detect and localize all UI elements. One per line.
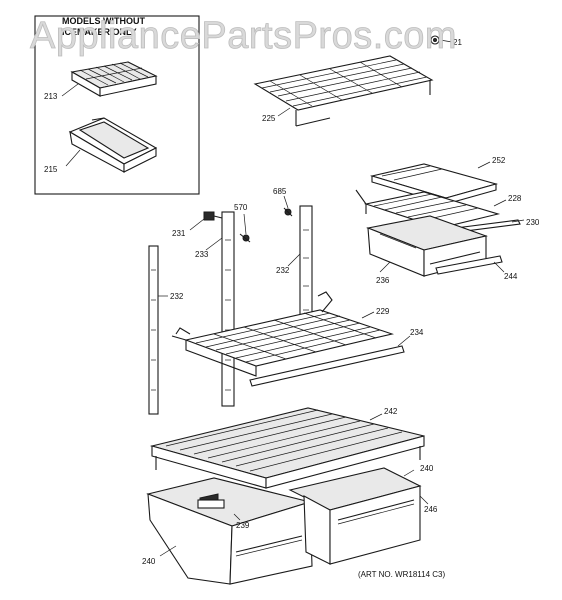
screw-685[interactable] (283, 207, 293, 217)
callout-240-left: 240 (142, 557, 156, 566)
callout-233: 233 (195, 250, 209, 259)
callout-232-left: 232 (170, 292, 184, 301)
callout-234: 234 (410, 328, 424, 337)
callout-215: 215 (44, 165, 58, 174)
inset-heading-1: MODELS WITHOUT (62, 16, 145, 26)
inset-frame (34, 15, 200, 195)
callout-21: 21 (453, 38, 462, 47)
wire-shelf-229[interactable] (171, 291, 395, 377)
callout-229: 229 (376, 307, 390, 316)
shelf-ladder-232-left[interactable] (148, 245, 159, 415)
callout-240-right: 240 (420, 464, 434, 473)
callout-225: 225 (262, 114, 276, 123)
shelf-frame-228[interactable] (355, 189, 501, 229)
callout-239: 239 (236, 521, 250, 530)
crisper-pan-cover-242[interactable] (149, 407, 425, 489)
crisper-pan-right[interactable] (288, 467, 422, 565)
crisper-drawer-236[interactable] (366, 215, 488, 277)
callout-232-right: 232 (276, 266, 290, 275)
art-number: (ART NO. WR18114 C3) (358, 570, 445, 579)
screw-570[interactable] (239, 233, 251, 243)
callout-228: 228 (508, 194, 522, 203)
watermark: AppliancePartsPros.com (30, 15, 457, 57)
callout-230: 230 (526, 218, 540, 227)
ice-tray-213[interactable] (70, 61, 158, 97)
screw-231[interactable] (203, 211, 223, 221)
callout-570: 570 (234, 203, 248, 212)
clip-part-21[interactable] (430, 35, 440, 45)
divider-239[interactable] (197, 499, 225, 509)
shelf-ladder-232-right[interactable] (299, 205, 313, 319)
shelf-ladder-233[interactable] (221, 211, 235, 407)
callout-252: 252 (492, 156, 506, 165)
crisper-pan-left[interactable] (146, 477, 313, 585)
callout-231: 231 (172, 229, 186, 238)
callout-213: 213 (44, 92, 58, 101)
rail-234[interactable] (249, 345, 405, 387)
callout-242: 242 (384, 407, 398, 416)
rail-244[interactable] (435, 255, 503, 275)
callout-244: 244 (504, 272, 518, 281)
callout-685: 685 (273, 187, 287, 196)
wire-shelf-225[interactable] (253, 55, 434, 127)
callout-236: 236 (376, 276, 390, 285)
callout-246-right: 246 (424, 505, 438, 514)
inset-box: MODELS WITHOUT ICEMAKER ONLY 213 (34, 15, 200, 195)
inset-heading-2: ICEMAKER ONLY (62, 27, 137, 37)
ice-bin-215[interactable] (68, 117, 158, 173)
